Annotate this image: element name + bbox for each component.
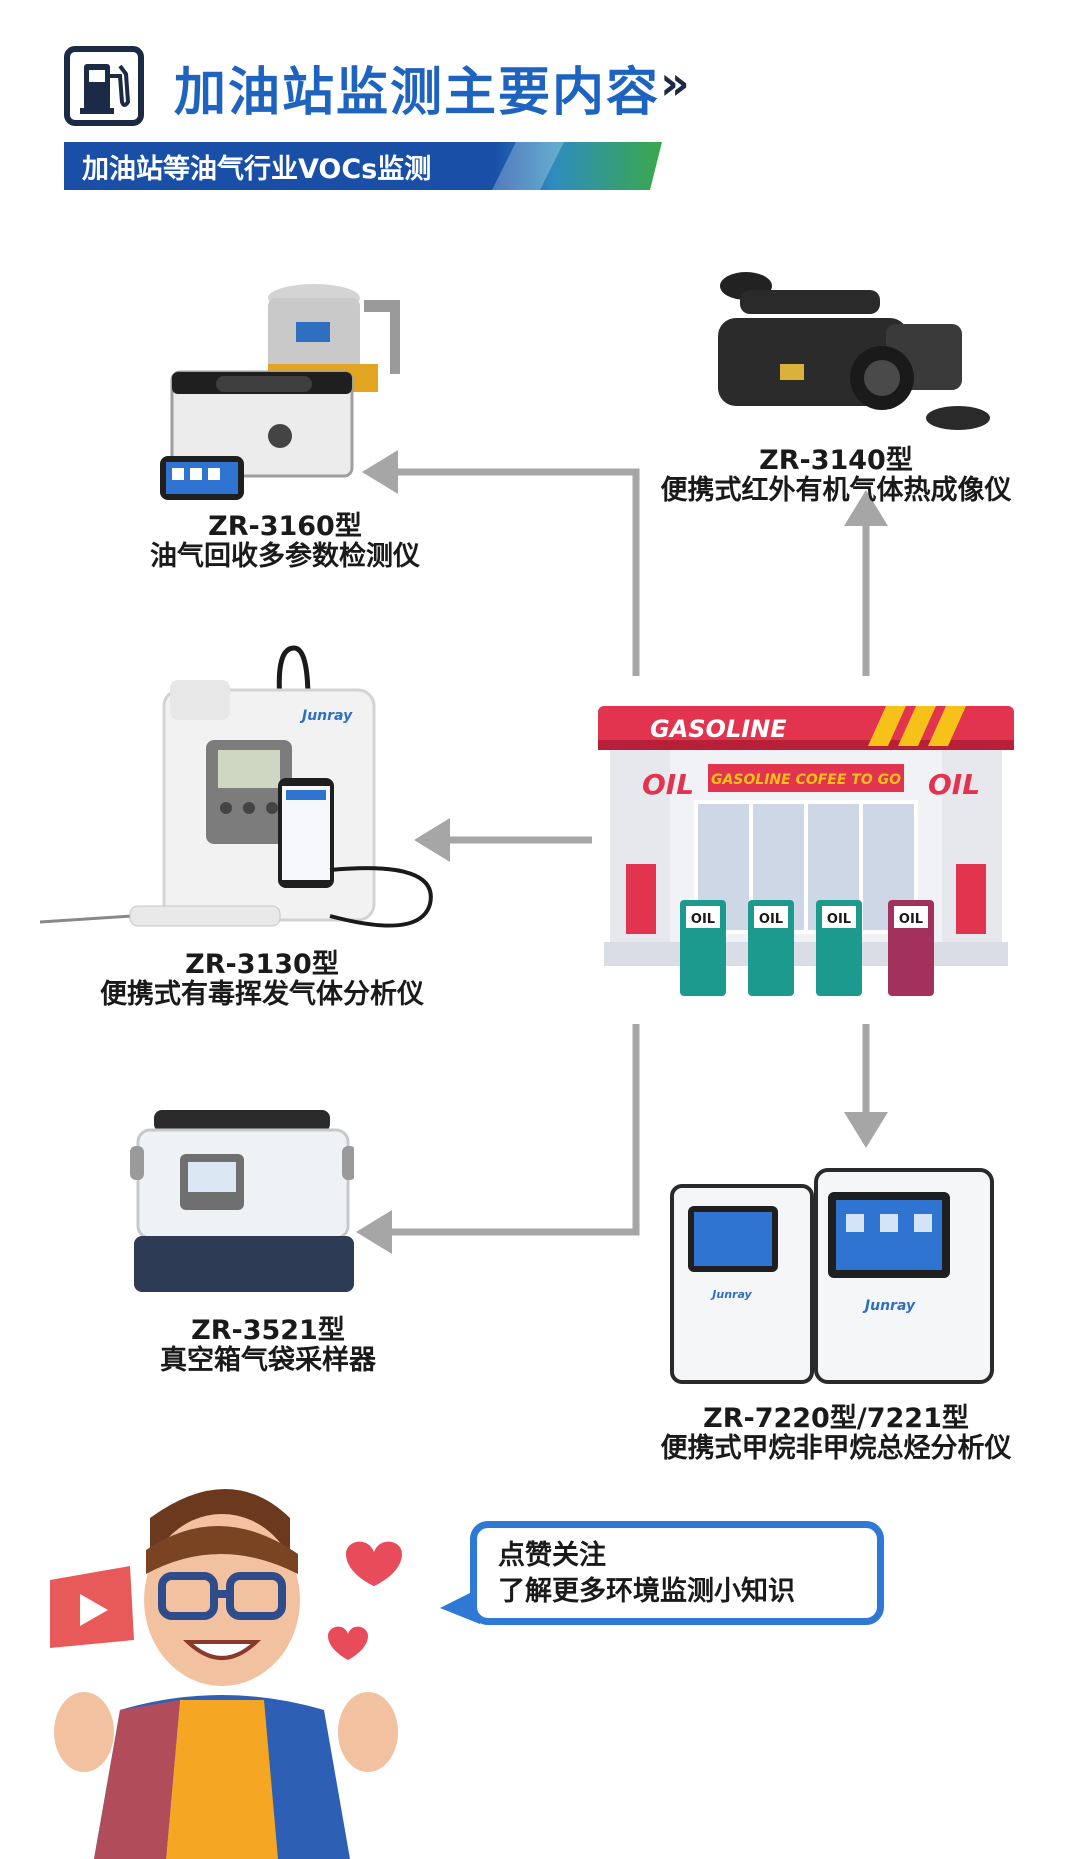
zr3160-label: ZR-3160型 油气回收多参数检测仪 [140,512,430,572]
pump-label-3: OIL [827,912,851,927]
pump-label-4: OIL [899,912,923,927]
pump-label-1: OIL [691,912,715,927]
follow-cta-text: 点赞关注 了解更多环境监测小知识 [498,1538,795,1610]
gas-station-illustration: GASOLINE OIL OIL GASOLINE COFEE TO GO OI… [598,706,1014,996]
follow-cta-line1: 点赞关注 [498,1540,606,1571]
section-banner [64,142,662,190]
follow-speech-bubble [470,1521,884,1625]
section-banner-text: 加油站等油气行业VOCs监测 [82,154,432,185]
fuel-pump-icon [64,46,144,126]
zr7220-label: ZR-7220型/7221型 便携式甲烷非甲烷总烃分析仪 [626,1404,1046,1464]
zr7220-name: 便携式甲烷非甲烷总烃分析仪 [660,1433,1012,1464]
zr3130-name: 便携式有毒挥发气体分析仪 [100,979,424,1010]
zr3160-device-image [160,284,400,500]
zr3140-name: 便携式红外有机气体热成像仪 [660,475,1012,506]
arrowhead-zr3521 [356,1210,392,1254]
pump-label-2: OIL [759,912,783,927]
zr7220-device-image: Junray Junray [670,1168,994,1384]
zr7220-brand: Junray [862,1298,916,1314]
zr3521-model: ZR-3521型 [191,1315,345,1346]
arrowhead-zr7220 [844,1112,888,1148]
station-left-oil-text: OIL [642,768,694,801]
arrow-to-zr3160 [392,468,640,676]
zr3160-name: 油气回收多参数检测仪 [150,541,420,572]
station-marquee-text: GASOLINE COFEE TO GO [711,772,901,788]
zr3140-label: ZR-3140型 便携式红外有机气体热成像仪 [626,446,1046,506]
arrow-to-zr3521 [388,1024,640,1236]
zr3130-model: ZR-3130型 [185,949,339,980]
zr3160-model: ZR-3160型 [208,511,362,542]
zr3130-brand: Junray [299,708,353,724]
chevron-right-icon: » [660,56,690,110]
zr3140-device-image [718,272,990,430]
page-title: 加油站监测主要内容 [174,63,661,123]
zr3521-name: 真空箱气袋采样器 [160,1345,376,1376]
zr7220-model: ZR-7220型/7221型 [703,1403,969,1434]
zr3130-device-image: Junray [40,645,433,928]
arrowhead-zr3130 [414,818,450,862]
heart-icon-small [328,1626,368,1660]
zr7221-brand: Junray [710,1288,752,1301]
station-sign-text: GASOLINE [650,715,787,743]
arrowhead-zr3140 [844,490,888,526]
zr3521-label: ZR-3521型 真空箱气袋采样器 [118,1316,418,1376]
zr3130-label: ZR-3130型 便携式有毒挥发气体分析仪 [72,950,452,1010]
fuel-pump-row: OIL OIL OIL OIL [680,900,934,996]
heart-icon [346,1541,402,1586]
mascot-illustration [50,1489,402,1859]
zr3521-device-image [130,1110,354,1292]
arrowhead-zr3160 [362,450,398,494]
station-right-oil-text: OIL [928,768,980,801]
follow-cta-line2: 了解更多环境监测小知识 [498,1576,795,1607]
zr3140-model: ZR-3140型 [759,445,913,476]
